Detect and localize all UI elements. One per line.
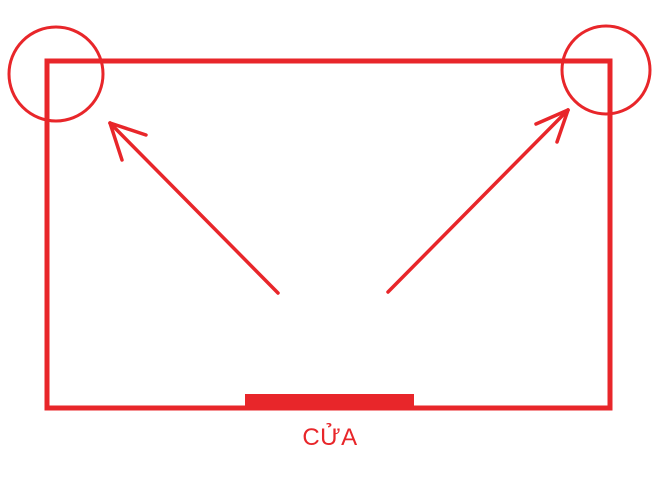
arrow-to-top-right [386, 108, 570, 294]
arrow-to-top-left [108, 121, 280, 295]
door-bar [245, 394, 414, 409]
corner-circle-top-left [7, 25, 105, 123]
room-outline [44, 58, 613, 411]
corner-circle-top-right [560, 24, 652, 116]
door-label: CỬA [302, 424, 358, 451]
